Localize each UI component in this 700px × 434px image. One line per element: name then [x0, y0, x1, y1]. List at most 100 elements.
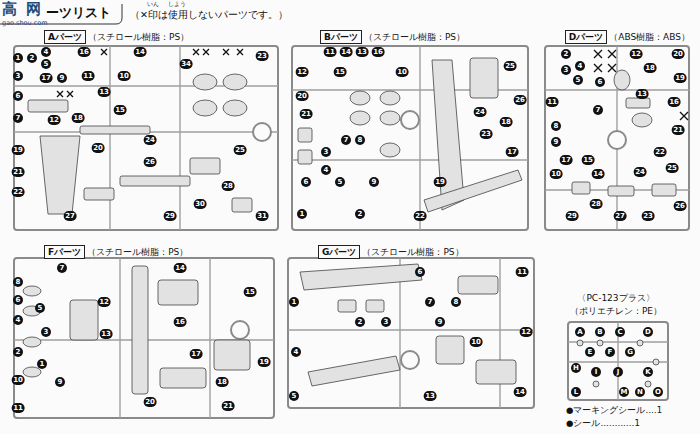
callout-number: B [595, 327, 605, 337]
callout-number: 18 [216, 377, 229, 387]
part-shape [593, 381, 599, 387]
unused-mark [203, 49, 209, 55]
callout-number: 15 [334, 67, 347, 77]
callout-number: L [571, 387, 581, 397]
callout-number: 5 [573, 75, 583, 85]
watermark-url: gao.shou.com [2, 19, 48, 27]
callout-number: E [585, 347, 595, 357]
unused-mark [67, 91, 73, 97]
callout-number: 10 [118, 71, 131, 81]
callout-number: 6 [13, 295, 23, 305]
part-shape [614, 70, 630, 90]
callout-number: 17 [190, 349, 203, 359]
watermark: 高 [2, 1, 17, 17]
callout-number: 26 [514, 95, 527, 105]
runner-panel: Bパーツ（スチロール樹脂：PS） [290, 30, 530, 232]
callout-number: 7 [593, 105, 603, 115]
runner-gate [288, 258, 534, 408]
callout-number: 26 [674, 201, 687, 211]
callout-number: 4 [321, 165, 331, 175]
runner-tag [401, 351, 419, 369]
runner-tag [401, 111, 419, 129]
callout-number: 29 [566, 211, 579, 221]
part-shape [632, 113, 652, 127]
part-shape [458, 276, 498, 294]
unused-mark [101, 49, 107, 55]
material-note: （スチロール樹脂：PS） [88, 31, 189, 43]
callout-number: I [591, 367, 601, 377]
callout-number: 2 [13, 347, 23, 357]
callout-number: 15 [244, 287, 257, 297]
callout-number: 21 [300, 109, 313, 119]
part-shape [338, 300, 356, 312]
callout-number: 19 [434, 177, 447, 187]
runner-name: Aパーツ [44, 30, 86, 44]
part-shape [350, 111, 370, 125]
callout-number: 7 [341, 135, 351, 145]
callout-number: C [615, 327, 625, 337]
callout-number: 11 [546, 97, 559, 107]
material-note: （スチロール樹脂：PS） [362, 246, 463, 258]
callout-number: 6 [301, 177, 311, 187]
runner-frame [14, 46, 278, 230]
part-shape [23, 286, 41, 296]
callout-number: G [625, 347, 635, 357]
callout-number: 13 [98, 87, 111, 97]
callout-number: 15 [114, 105, 127, 115]
callout-number: 23 [642, 211, 655, 221]
callout-number: 20 [92, 143, 105, 153]
runner-frame [292, 46, 528, 230]
unused-mark [594, 50, 602, 58]
part-shape [223, 100, 247, 116]
callout-number: 21 [12, 167, 25, 177]
part-shape [84, 188, 114, 200]
callout-number: 7 [57, 263, 67, 273]
unused-mark [57, 91, 63, 97]
callout-number: 3 [321, 147, 331, 157]
runner-name: 〈PC-123プラス〉 [577, 292, 654, 304]
runner-panel: Gパーツ（スチロール樹脂：PS） [288, 245, 536, 410]
callout-number: J [613, 367, 623, 377]
callout-number: 15 [582, 155, 595, 165]
unused-mark [680, 112, 688, 120]
callout-number: 27 [64, 211, 77, 221]
runner-name: Gパーツ [318, 245, 360, 259]
callout-number: 2 [355, 209, 365, 219]
callout-number: 11 [12, 403, 25, 413]
callout-number: 20 [296, 91, 309, 101]
callout-number: 1 [289, 297, 299, 307]
part-shape [223, 74, 247, 90]
callout-number: 29 [164, 211, 177, 221]
callout-number: 9 [57, 73, 67, 83]
callout-number: 24 [144, 135, 157, 145]
callout-number: 1 [13, 53, 23, 63]
accessory-count: ●シール‥‥‥‥‥‥1 [566, 418, 640, 429]
callout-number: 17 [506, 147, 519, 157]
runner-gate [545, 46, 689, 230]
runner-gate [14, 258, 274, 418]
part-shape [132, 266, 148, 394]
callout-number: 6 [595, 77, 605, 87]
part-shape [298, 128, 312, 142]
callout-number: 17 [560, 155, 573, 165]
part-shape [476, 360, 516, 384]
runner-panel: 〈PC-123プラス〉（ポリエチレン：PE） [560, 292, 672, 322]
callout-number: 7 [425, 297, 435, 307]
callout-number: D [643, 327, 653, 337]
callout-number: 3 [13, 71, 23, 81]
callout-number: 8 [451, 297, 461, 307]
callout-number: O [653, 387, 663, 397]
part-shape [193, 74, 217, 90]
part-shape [160, 368, 206, 388]
callout-number: A [575, 327, 585, 337]
callout-number: 22 [654, 147, 667, 157]
part-shape [637, 340, 643, 346]
callout-number: 28 [222, 181, 235, 191]
callout-number: 12 [98, 297, 111, 307]
callout-number: 18 [500, 117, 513, 127]
callout-number: 5 [335, 177, 345, 187]
callout-number: 11 [324, 47, 337, 57]
accessory-count: ●マーキングシール‥‥1 [566, 405, 662, 416]
callout-number: 4 [41, 47, 51, 57]
callout-number: 30 [194, 199, 207, 209]
